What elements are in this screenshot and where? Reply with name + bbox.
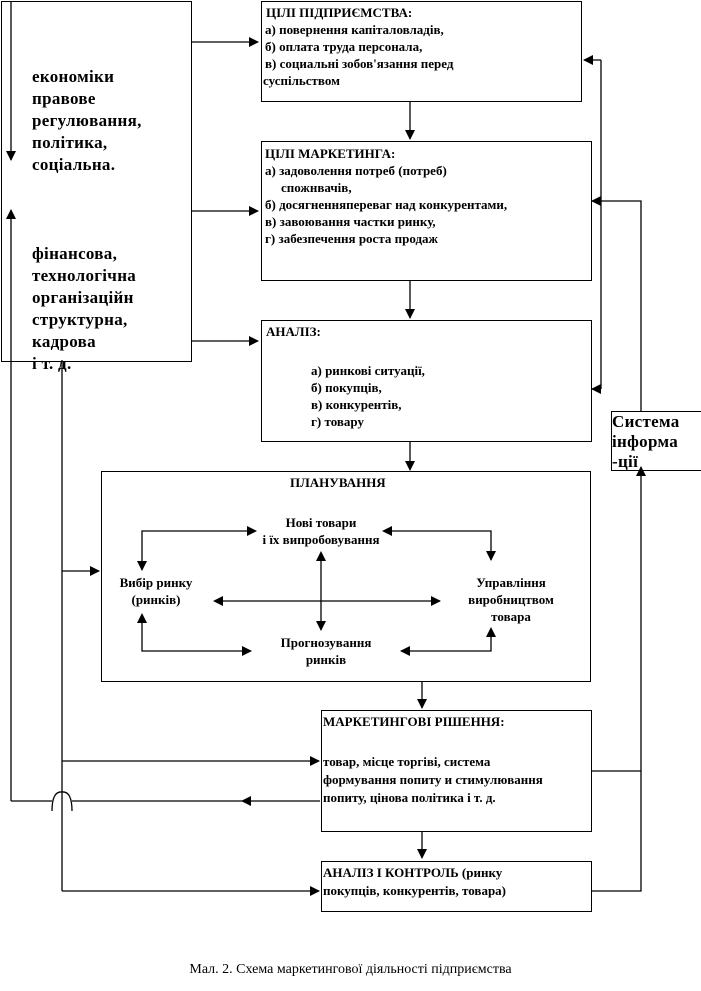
environment-factors-group2: фінансова, технологічна організаційн стр… xyxy=(32,243,136,375)
env-factor: політика, xyxy=(32,133,108,152)
decision-item: попиту, цінова політика і т. д. xyxy=(323,790,496,805)
decision-item: формування попиту и стимулювання xyxy=(323,772,543,787)
analysis-items: а) ринкові ситуації, б) покупців, в) кон… xyxy=(311,362,425,430)
environment-factors-group1: економіки правове регулювання, політика,… xyxy=(32,66,142,176)
goal-item: г) забезпечення роста продаж xyxy=(265,231,438,246)
env-factor: організаційн xyxy=(32,288,134,307)
analysis-item: б) покупців, xyxy=(311,380,382,395)
info-system-box xyxy=(611,411,701,471)
planning-node-line: Прогнозування xyxy=(280,635,372,650)
planning-node-line: Вибір ринку xyxy=(119,575,193,590)
analysis-control-line: АНАЛІЗ І КОНТРОЛЬ (ринку xyxy=(323,865,503,880)
goal-item: спожнвачів, xyxy=(281,180,352,195)
info-system-line: Система xyxy=(612,412,680,431)
planning-box xyxy=(101,471,591,682)
planning-production-management: Управління виробництвом товара xyxy=(446,574,576,625)
planning-title: ПЛАНУВАННЯ xyxy=(290,475,386,490)
marketing-decisions-box xyxy=(321,710,592,832)
planning-node-line: ринків xyxy=(305,652,347,667)
goal-item: суспільством xyxy=(263,73,340,88)
planning-new-products: Нові товари і їх випробовування xyxy=(250,514,392,548)
goal-item: а) повернення капіталовладів, xyxy=(265,22,444,37)
arrow-planning-newproducts-to-management xyxy=(382,526,496,561)
info-system-text: Система інформа -ції xyxy=(612,412,680,472)
planning-node-line: (ринків) xyxy=(131,592,181,607)
decision-item: товар, місце торгіві, система xyxy=(323,754,491,769)
marketing-goals-box xyxy=(261,141,592,281)
info-system-line: інформа xyxy=(612,432,679,451)
env-factor: кадрова xyxy=(32,332,96,351)
env-factor: технологічна xyxy=(32,266,137,285)
planning-node-line: товара xyxy=(491,609,531,624)
enterprise-goals-box xyxy=(261,1,582,102)
planning-node-line: і їх випробовування xyxy=(262,532,380,547)
env-factor: соціальна. xyxy=(32,155,116,174)
arrow-control-to-infosystem xyxy=(591,466,646,892)
goal-item: б) оплата труда персонала, xyxy=(265,39,423,54)
analysis-control-line: покупців, конкурентів, товара) xyxy=(323,883,507,898)
arrow-planning-management-to-forecasting xyxy=(400,627,496,656)
env-factor: фінансова, xyxy=(32,244,118,263)
arrow-planning-choice-to-forecasting xyxy=(137,613,252,656)
goal-item: в) социальні зобов'язання перед xyxy=(265,56,454,71)
environment-box xyxy=(1,1,192,362)
planning-node-line: виробництвом xyxy=(468,592,554,607)
planning-market-choice: Вибір ринку (ринків) xyxy=(106,574,206,608)
analysis-title: АНАЛІЗ: xyxy=(266,324,321,339)
goal-item: в) завоювання частки ринку, xyxy=(265,214,436,229)
enterprise-goals-text: ЦІЛІ ПІДПРИЄМСТВА: а) повернення капітал… xyxy=(263,4,453,89)
env-factor: структурна, xyxy=(32,310,128,329)
goal-item: а) задоволення потреб (потреб) xyxy=(265,163,447,178)
figure-caption: Мал. 2. Схема маркетингової діяльності п… xyxy=(189,962,512,977)
goal-item: б) досягненняпереваг над конкурентами, xyxy=(265,197,508,212)
planning-node-line: Нові товари xyxy=(285,515,357,530)
env-factor: правове xyxy=(32,89,96,108)
marketing-goals-text: ЦІЛІ МАРКЕТИНГА: а) задоволення потреб (… xyxy=(265,145,507,247)
env-factor: регулювання, xyxy=(32,111,142,130)
marketing-decisions-items: товар, місце торгіві, система формування… xyxy=(323,753,543,807)
analysis-control-text: АНАЛІЗ І КОНТРОЛЬ (ринку покупців, конку… xyxy=(323,864,506,900)
info-system-line: -ції xyxy=(612,452,639,471)
line-crossing-hop xyxy=(51,791,73,812)
planning-market-forecasting: Прогнозування ринків xyxy=(256,634,396,668)
arrow-infosystem-to-marketing xyxy=(591,196,642,412)
analysis-control-box xyxy=(321,861,592,912)
analysis-item: г) товару xyxy=(311,414,364,429)
analysis-item: в) конкурентів, xyxy=(311,397,402,412)
analysis-box xyxy=(261,320,592,442)
arrow-planning-newproducts-to-choice xyxy=(137,526,257,571)
enterprise-goals-title: ЦІЛІ ПІДПРИЄМСТВА: xyxy=(266,5,413,20)
env-factor: і т. д. xyxy=(32,354,72,373)
marketing-goals-title: ЦІЛІ МАРКЕТИНГА: xyxy=(265,146,396,161)
planning-node-line: Управління xyxy=(476,575,546,590)
marketing-decisions-title: МАРКЕТИНГОВІ РІШЕННЯ: xyxy=(323,714,505,729)
analysis-item: а) ринкові ситуації, xyxy=(311,363,425,378)
env-factor: економіки xyxy=(32,67,115,86)
